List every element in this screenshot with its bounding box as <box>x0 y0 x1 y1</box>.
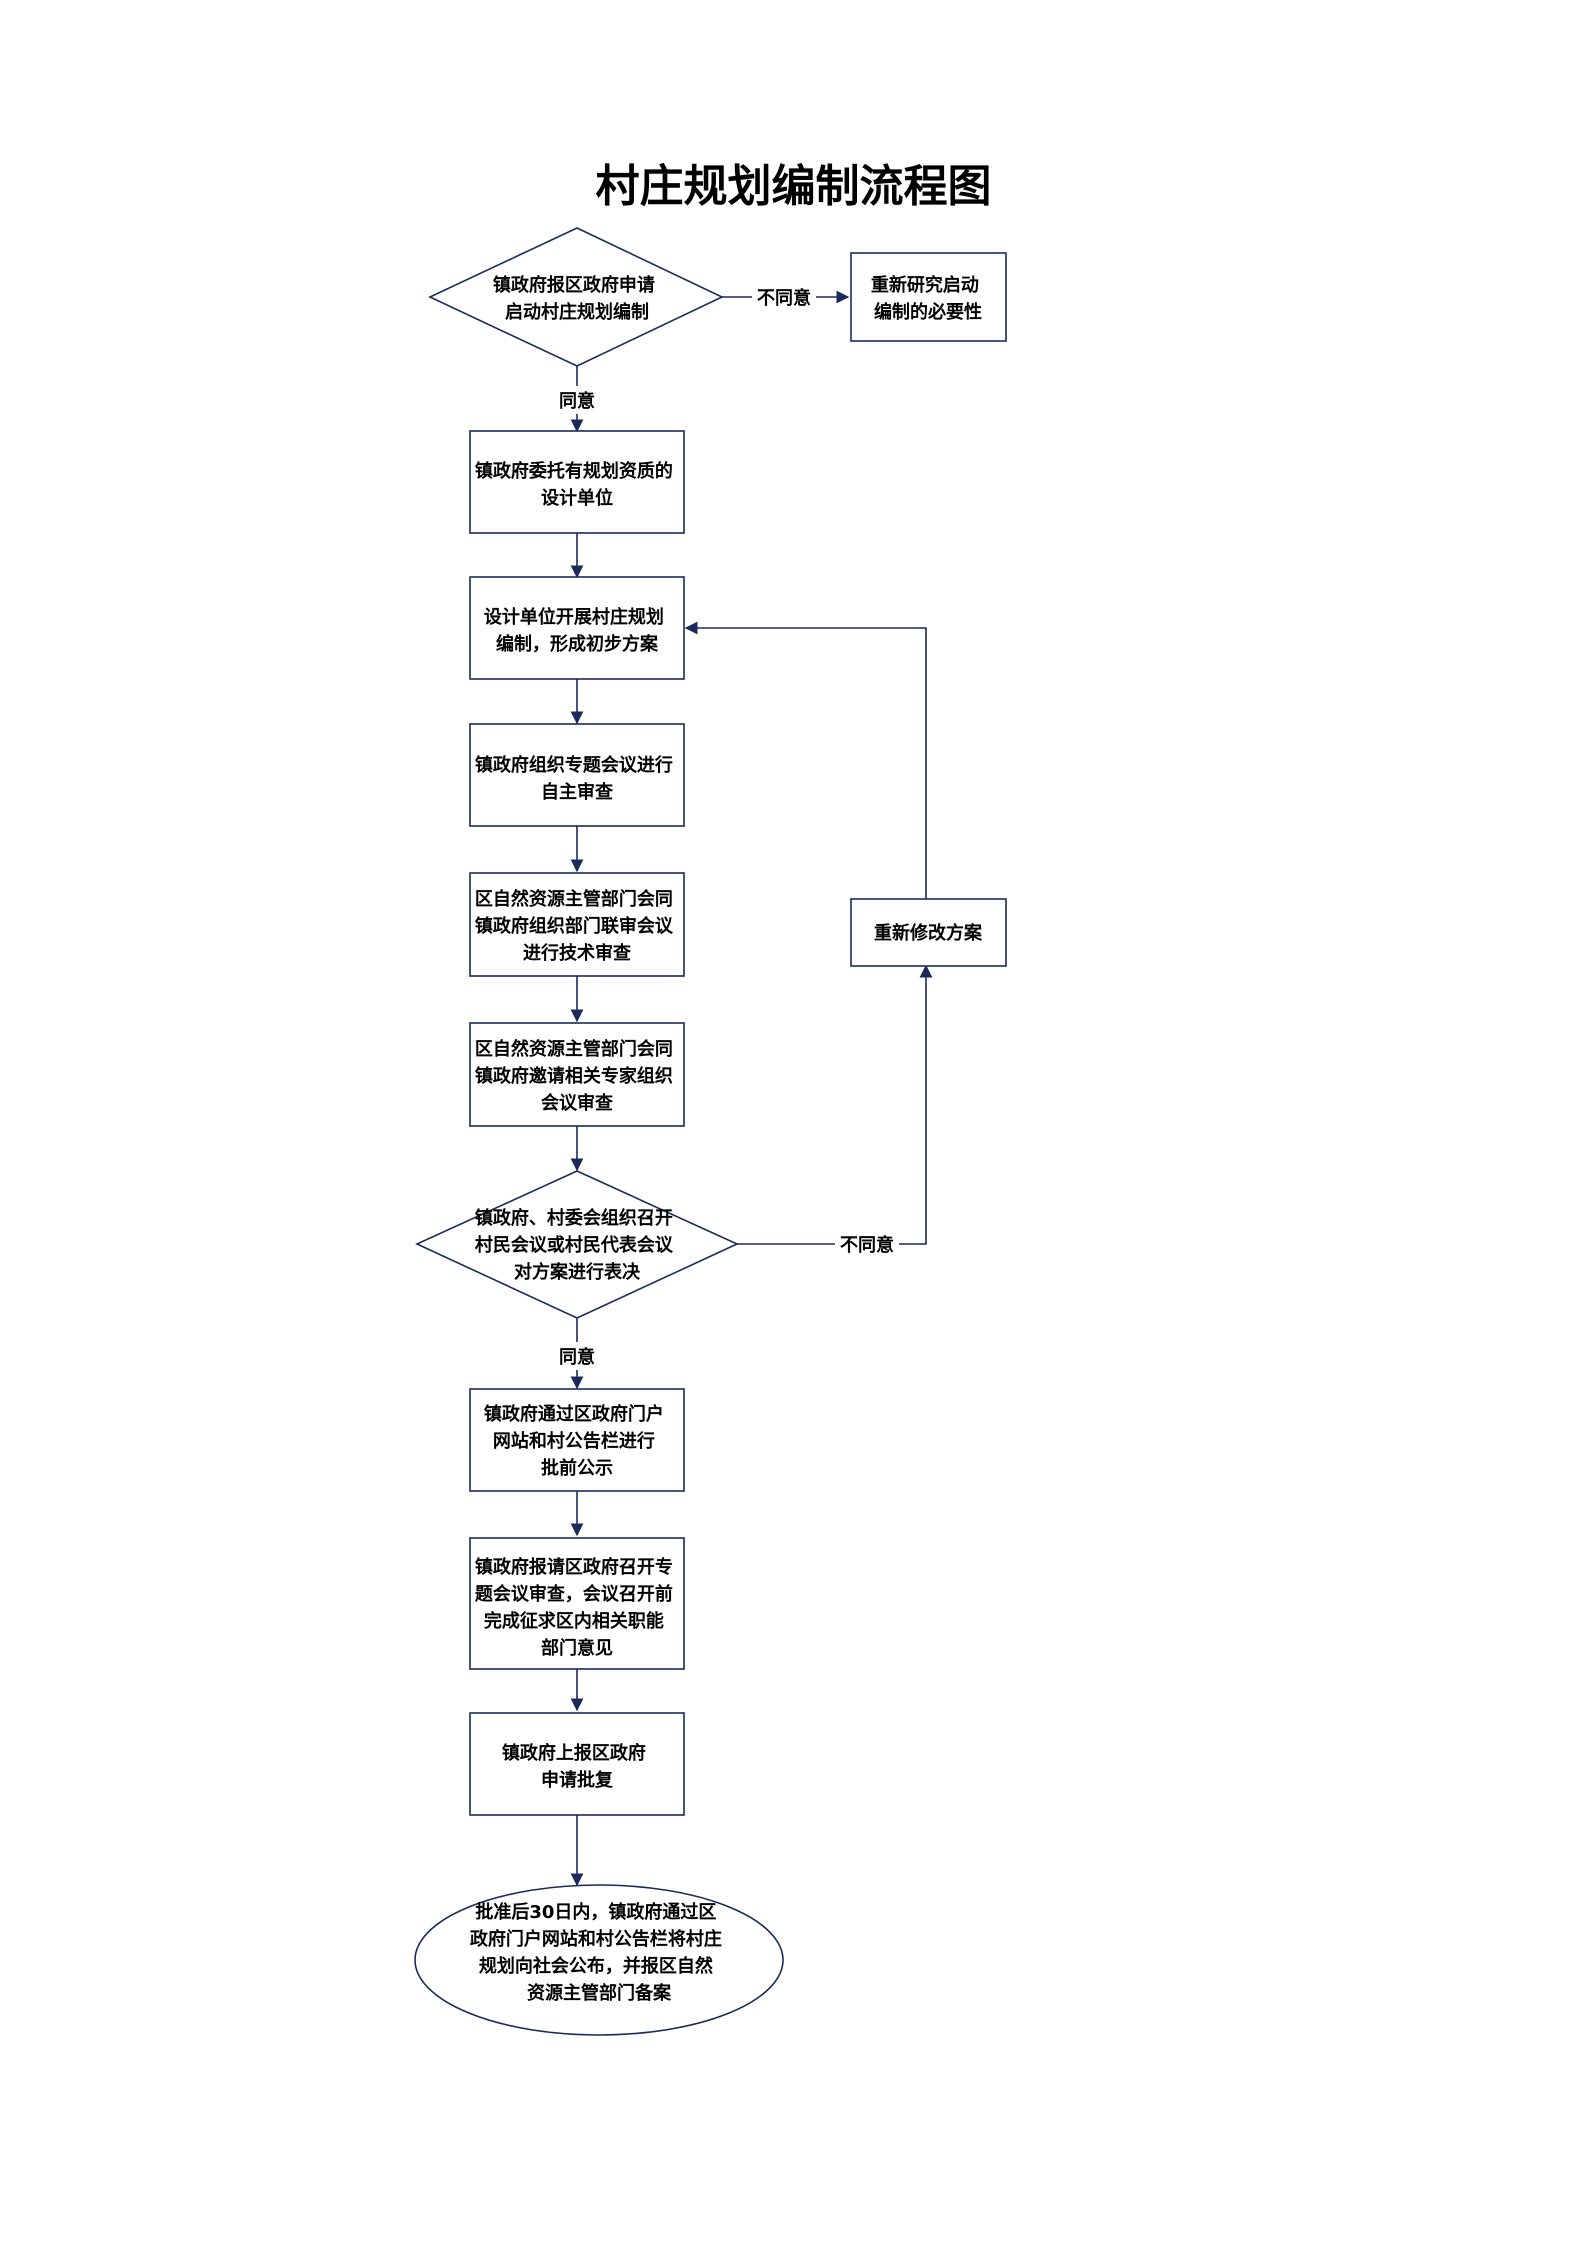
box-commission-design-unit: 镇政府委托有规划资质的 设计单位 <box>469 430 685 534</box>
terminal-publish-and-file: 批准后30日内，镇政府通过区 政府门户网站和村公告栏将村庄 规划向社会公布，并报… <box>414 1884 784 2036</box>
node-text: 区自然资源主管部门会同 镇政府组织部门联审会议 进行技术审查 <box>475 888 679 964</box>
node-text: 设计单位开展村庄规划 编制，形成初步方案 <box>484 606 670 655</box>
decision-village-vote: 镇政府、村委会组织召开 村民会议或村民代表会议 对方案进行表决 <box>415 1170 739 1319</box>
edge-label-d2-disagree: 不同意 <box>840 1234 894 1256</box>
label-pad <box>752 283 816 311</box>
node-text: 镇政府报区政府申请 启动村庄规划编制 <box>493 274 661 323</box>
label-pad <box>550 1342 604 1370</box>
connectors <box>570 290 933 1887</box>
node-text: 镇政府通过区政府门户 网站和村公告栏进行 批前公示 <box>484 1403 670 1479</box>
edge-label-d2-agree: 同意 <box>559 1346 595 1368</box>
node-text: 区自然资源主管部门会同 镇政府邀请相关专家组织 会议审查 <box>475 1038 679 1114</box>
arrow-r2-to-b2 <box>684 621 927 899</box>
node-text: 批准后30日内，镇政府通过区 政府门户网站和村公告栏将村庄 规划向社会公布，并报… <box>470 1901 728 2004</box>
box-pre-approval-publicity: 镇政府通过区政府门户 网站和村公告栏进行 批前公示 <box>469 1388 685 1492</box>
node-text: 重新修改方案 <box>874 922 983 944</box>
box-district-meeting-review: 镇政府报请区政府召开专 题会议审查，会议召开前 完成征求区内相关职能 部门意见 <box>469 1537 685 1670</box>
node-text: 镇政府报请区政府召开专 题会议审查，会议召开前 完成征求区内相关职能 部门意见 <box>475 1556 679 1659</box>
label-pad <box>550 386 604 414</box>
box-submit-for-approval: 镇政府上报区政府 申请批复 <box>469 1712 685 1816</box>
box-self-review: 镇政府组织专题会议进行 自主审查 <box>469 723 685 827</box>
node-text: 重新研究启动 编制的必要性 <box>871 274 985 323</box>
box-preliminary-plan: 设计单位开展村庄规划 编制，形成初步方案 <box>469 576 685 680</box>
node-text: 镇政府上报区政府 申请批复 <box>502 1742 652 1791</box>
label-pad <box>835 1230 899 1258</box>
arrow-d2-to-r2 <box>737 964 933 1245</box>
node-text: 镇政府组织专题会议进行 自主审查 <box>475 754 679 803</box>
page-title: 村庄规划编制流程图 <box>595 161 992 212</box>
node-text: 镇政府、村委会组织召开 村民会议或村民代表会议 对方案进行表决 <box>475 1207 679 1283</box>
box-expert-review: 区自然资源主管部门会同 镇政府邀请相关专家组织 会议审查 <box>469 1022 685 1127</box>
box-revise-plan: 重新修改方案 <box>850 898 1007 967</box>
edge-label-d1-disagree: 不同意 <box>757 287 811 309</box>
edge-label-d1-agree: 同意 <box>559 390 595 412</box>
node-text: 镇政府委托有规划资质的 设计单位 <box>475 460 679 509</box>
box-technical-review: 区自然资源主管部门会同 镇政府组织部门联审会议 进行技术审查 <box>469 872 685 977</box>
box-restudy-necessity: 重新研究启动 编制的必要性 <box>850 252 1007 342</box>
decision-request-start: 镇政府报区政府申请 启动村庄规划编制 <box>428 227 724 367</box>
